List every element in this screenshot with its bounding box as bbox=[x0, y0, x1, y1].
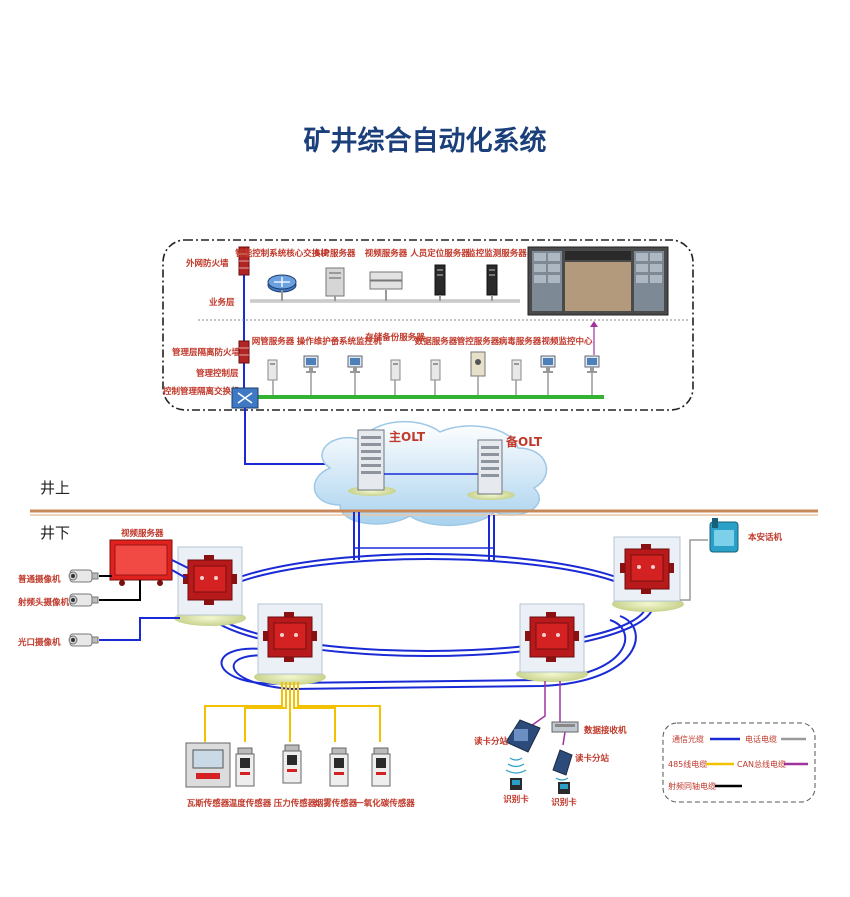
control-switch-icon bbox=[231, 387, 259, 409]
control-switch-label: 控制管理隔离交换机 bbox=[163, 386, 240, 397]
rf-camera-icon bbox=[68, 593, 99, 607]
legend-box bbox=[662, 722, 816, 803]
phone-label: 本安话机 bbox=[748, 532, 783, 543]
mgmt-server-label-3: 存储备份服务器 bbox=[364, 332, 425, 343]
data-receiver-icon bbox=[551, 721, 579, 733]
positioning-server-icon bbox=[434, 264, 446, 296]
ring-node-2 bbox=[254, 603, 326, 685]
reader-left-label: 读卡分站 bbox=[474, 736, 509, 747]
backup-olt-label: 备OLT bbox=[505, 434, 543, 449]
top-server-label-0: 智能控制系统核心交换机 bbox=[234, 248, 329, 259]
antivirus-server-icon bbox=[511, 359, 522, 381]
rs485-bus bbox=[204, 682, 381, 742]
pressure-sensor-icon bbox=[282, 744, 302, 784]
data-receiver-label: 数据接收机 bbox=[584, 725, 627, 736]
card-left-label: 识别卡 bbox=[503, 794, 529, 805]
video-server-underground-icon bbox=[109, 539, 173, 586]
video-monitor-terminal-icon bbox=[584, 355, 600, 374]
firewall-outer-icon bbox=[238, 246, 250, 276]
phone-icon bbox=[709, 518, 739, 553]
mgmt-server-label-1: 操作维护台 bbox=[297, 336, 340, 347]
top-server-label-1: SIP服务器 bbox=[314, 248, 356, 259]
network-mgmt-server-icon bbox=[267, 359, 278, 381]
mgmt-server-label-6: 病毒服务器 bbox=[499, 336, 542, 347]
ring-node-1 bbox=[174, 546, 246, 626]
camera-label-2: 光口摄像机 bbox=[17, 637, 61, 648]
temperature-sensor-icon bbox=[235, 747, 255, 787]
legend-label-2: 485线电缆 bbox=[668, 759, 707, 769]
video-monitor-center-icon bbox=[540, 355, 556, 374]
page-title: 矿井综合自动化系统 bbox=[304, 125, 547, 157]
main-olt-icon bbox=[348, 429, 396, 496]
core-switch-icon bbox=[267, 274, 297, 293]
firewall-mgmt-icon bbox=[238, 340, 250, 364]
backup-olt-icon bbox=[467, 439, 515, 500]
sip-server-icon bbox=[325, 267, 345, 297]
main-olt-label: 主OLT bbox=[389, 429, 426, 444]
control-server-icon bbox=[470, 351, 486, 377]
top-server-label-3: 人员定位服务器 bbox=[410, 248, 470, 259]
below-ground-label: 井下 bbox=[40, 524, 70, 542]
fiber-switch-to-olt bbox=[244, 408, 340, 465]
ring-node-3 bbox=[516, 603, 588, 682]
gas-sensor-icon bbox=[185, 742, 231, 788]
signal-waves-left bbox=[505, 757, 527, 774]
signal-waves-right bbox=[555, 777, 569, 781]
id-card-left-icon bbox=[510, 778, 522, 790]
co-sensor-icon bbox=[371, 747, 391, 787]
control-layer-label: 管理控制层 bbox=[196, 368, 239, 379]
storage-backup-server-icon bbox=[390, 359, 401, 381]
reader-station-right-icon bbox=[552, 749, 573, 776]
phone-cable bbox=[680, 539, 708, 601]
above-ground-label: 井上 bbox=[40, 479, 70, 497]
sensor-label-1: 温度传感器 bbox=[229, 798, 272, 809]
video-server-icon bbox=[369, 271, 403, 290]
mgmt-server-label-5: 管控服务器 bbox=[457, 336, 500, 347]
card-right-label: 识别卡 bbox=[551, 797, 577, 808]
mgmt-server-label-0: 网管服务器 bbox=[252, 336, 295, 347]
data-server-icon bbox=[430, 359, 441, 381]
camera-label-0: 普通摄像机 bbox=[18, 574, 61, 585]
firewall-mgmt-label: 管理层隔离防火墙 bbox=[172, 347, 241, 358]
monitoring-server-icon bbox=[486, 264, 498, 296]
sensor-label-3: 烟雾传感器 bbox=[315, 798, 358, 809]
firewall-outer-label: 外网防火墙 bbox=[185, 258, 229, 269]
camera-label-1: 射频头摄像机 bbox=[17, 597, 70, 608]
video-wall-image bbox=[527, 246, 669, 316]
optical-camera-icon bbox=[68, 633, 99, 647]
top-server-label-2: 视频服务器 bbox=[365, 248, 408, 259]
mgmt-server-label-4: 数据服务器 bbox=[415, 336, 458, 347]
mgmt-server-label-7: 视频监控中心 bbox=[541, 336, 593, 347]
smoke-sensor-icon bbox=[329, 747, 349, 787]
surface-control-frame bbox=[162, 239, 694, 411]
mgmt-server-label-2: 子系统监控机 bbox=[330, 336, 382, 347]
id-card-right-icon bbox=[558, 782, 570, 794]
subsystem-monitor-icon bbox=[347, 355, 363, 374]
normal-camera-icon bbox=[68, 569, 99, 583]
sensor-label-2: 压力传感器 bbox=[274, 798, 317, 809]
top-server-label-4: 监控监测服务器 bbox=[467, 248, 527, 259]
operation-console-icon bbox=[303, 355, 319, 374]
legend-label-0: 通信光缆 bbox=[672, 734, 704, 744]
reader-station-left-icon bbox=[505, 719, 541, 753]
sensor-label-0: 瓦斯传感器 bbox=[187, 798, 230, 809]
legend-label-4: 射频同轴电缆 bbox=[668, 781, 716, 791]
video-server-underground-label: 视频服务器 bbox=[121, 528, 164, 539]
ring-node-4 bbox=[612, 536, 684, 612]
reader-right-label: 读卡分站 bbox=[575, 753, 610, 764]
sensor-label-4: 一氧化碳传感器 bbox=[355, 798, 415, 809]
legend-label-1: 电话电缆 bbox=[745, 734, 777, 744]
fiber-olt-to-ring bbox=[353, 512, 495, 560]
can-bus-left bbox=[527, 681, 546, 729]
legend-label-3: CAN总线电缆 bbox=[737, 759, 786, 769]
business-layer-label: 业务层 bbox=[209, 297, 235, 308]
